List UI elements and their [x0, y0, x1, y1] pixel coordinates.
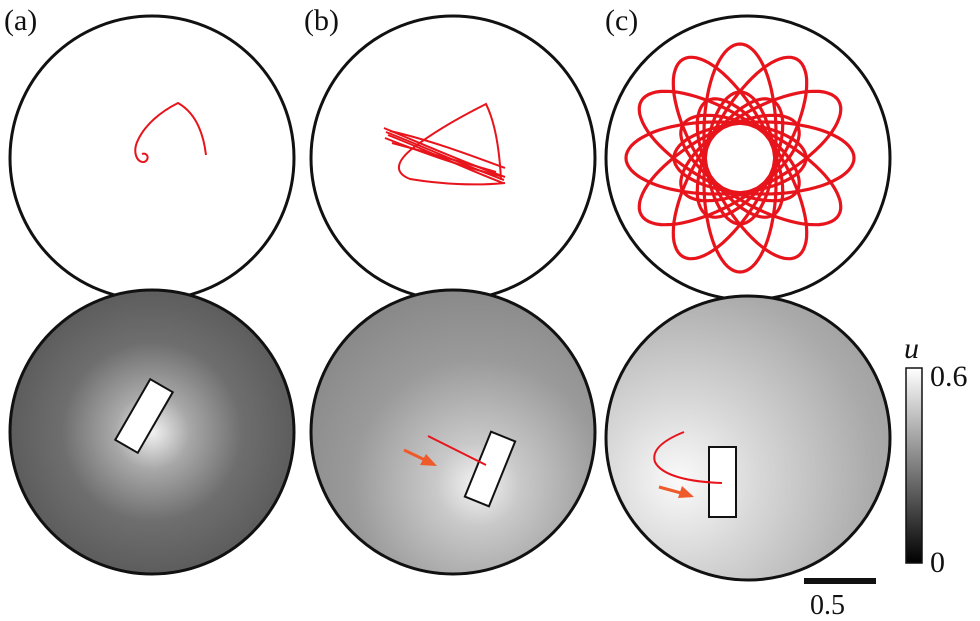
colorbar-min-label: 0 [930, 546, 945, 579]
domain-circle-b-bottom [309, 288, 597, 576]
colorbar-variable: u [904, 332, 919, 365]
panel-b-trajectory-view [309, 14, 597, 302]
panel-label-b: (b) [304, 4, 339, 37]
arrow-c [658, 485, 694, 498]
plate-a [113, 377, 175, 455]
panel-label-a: (a) [4, 4, 37, 37]
domain-circle-a-top [8, 14, 296, 302]
domain-circle-a-bottom [8, 288, 296, 576]
panel-c-field-view [604, 294, 892, 582]
trajectory-a [134, 101, 207, 164]
colorbar-max-label: 0.6 [930, 360, 968, 393]
rosette-loop [671, 55, 785, 219]
domain-circle-b-top [309, 14, 597, 302]
rosette-loop [695, 55, 809, 219]
domain-circle-c-bottom [604, 294, 892, 582]
scale-bar-label: 0.5 [810, 590, 845, 621]
trajectory-b-bottom [427, 435, 487, 466]
panel-a-field-view [8, 288, 296, 576]
rosette-loop [679, 89, 843, 203]
colorbar: u 0.6 0 [904, 332, 968, 579]
domain-circle-c-top [604, 14, 892, 302]
panel-a-trajectory-view [8, 14, 296, 302]
scale-bar-line [804, 578, 876, 584]
arrow-b [403, 448, 437, 466]
scale-bar: 0.5 [804, 578, 876, 621]
plate-b [463, 430, 517, 508]
rosette-loop [702, 42, 778, 226]
trajectory-c-bottom [653, 431, 723, 484]
panel-label-c: (c) [605, 4, 638, 37]
panel-c-trajectory-view [604, 14, 892, 302]
trajectory-c [624, 42, 856, 274]
trajectory-b [383, 102, 506, 186]
colorbar-bar [905, 367, 923, 564]
panel-b-field-view [309, 288, 597, 576]
rosette-loop [637, 89, 801, 203]
